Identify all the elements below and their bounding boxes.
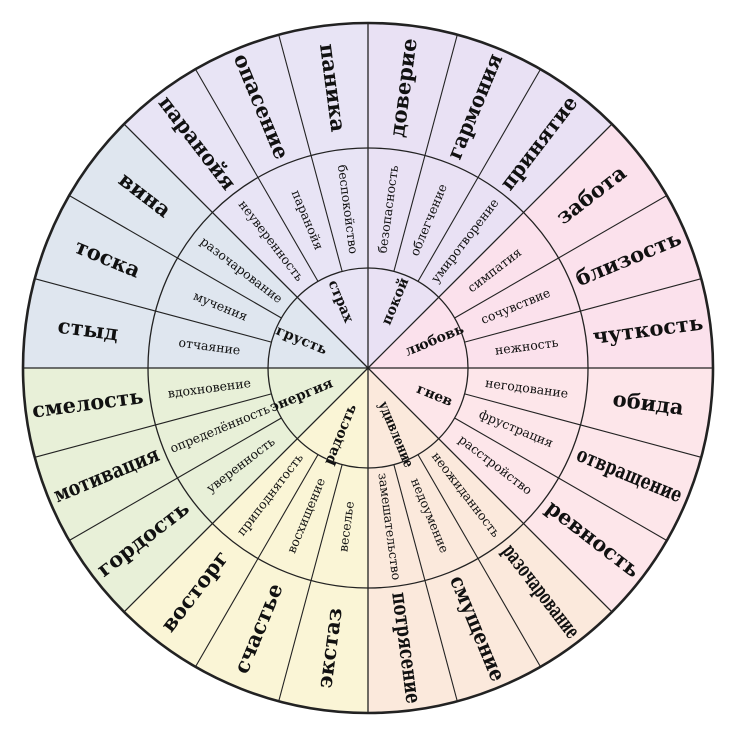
outer-ring-divider xyxy=(424,580,458,702)
wheel-rings xyxy=(21,21,715,715)
sector-divider xyxy=(123,367,369,613)
outer-ring-divider xyxy=(68,195,178,259)
middle-ring-divider xyxy=(177,417,282,479)
middle-ring-circle xyxy=(147,147,589,589)
middle-ring-divider xyxy=(177,257,282,319)
sector-fill-joy xyxy=(124,368,368,713)
outer-ring-divider xyxy=(34,278,156,312)
middle-ring-divider xyxy=(464,310,581,343)
outer-ring-divider xyxy=(68,477,178,541)
sector-fill-love xyxy=(368,124,713,368)
middle-ring-divider xyxy=(310,464,343,581)
outer-ring-divider xyxy=(477,558,541,668)
sector-fill-sadness xyxy=(23,124,368,368)
outer-ring-divider xyxy=(580,278,702,312)
outer-ring-divider xyxy=(195,68,259,178)
outer-ring-divider xyxy=(477,68,541,178)
middle-ring-divider xyxy=(155,393,272,426)
sector-divider xyxy=(367,367,613,613)
sector-fill-fear xyxy=(124,23,368,368)
middle-emotion-label: веселье xyxy=(335,500,357,553)
outer-ring-divider xyxy=(580,424,702,458)
outer-ring-divider xyxy=(278,580,312,702)
middle-ring-divider xyxy=(454,417,559,479)
outer-ring-circle xyxy=(21,21,715,715)
outer-ring-divider xyxy=(558,195,668,259)
middle-ring-divider xyxy=(155,310,272,343)
sector-fill-surprise xyxy=(368,368,612,713)
middle-ring-divider xyxy=(257,454,319,559)
inner-ring-circle xyxy=(267,267,469,469)
outer-ring-divider xyxy=(34,424,156,458)
sector-divider xyxy=(367,123,613,369)
middle-ring-divider xyxy=(393,464,426,581)
wheel-fills xyxy=(23,23,713,713)
outer-ring-divider xyxy=(558,477,668,541)
middle-ring-divider xyxy=(464,393,581,426)
wheel-divider-lines xyxy=(23,23,713,713)
sector-fill-power xyxy=(23,368,368,612)
middle-ring-divider xyxy=(310,155,343,272)
sector-divider xyxy=(123,123,369,369)
outer-ring-divider xyxy=(278,34,312,156)
outer-ring-divider xyxy=(424,34,458,156)
sector-fill-peace xyxy=(368,23,612,368)
middle-ring-divider xyxy=(393,155,426,272)
middle-ring-divider xyxy=(417,177,479,282)
middle-ring-divider xyxy=(417,454,479,559)
middle-ring-divider xyxy=(454,257,559,319)
middle-ring-divider xyxy=(257,177,319,282)
sector-fill-anger xyxy=(368,368,713,612)
outer-ring-divider xyxy=(195,558,259,668)
